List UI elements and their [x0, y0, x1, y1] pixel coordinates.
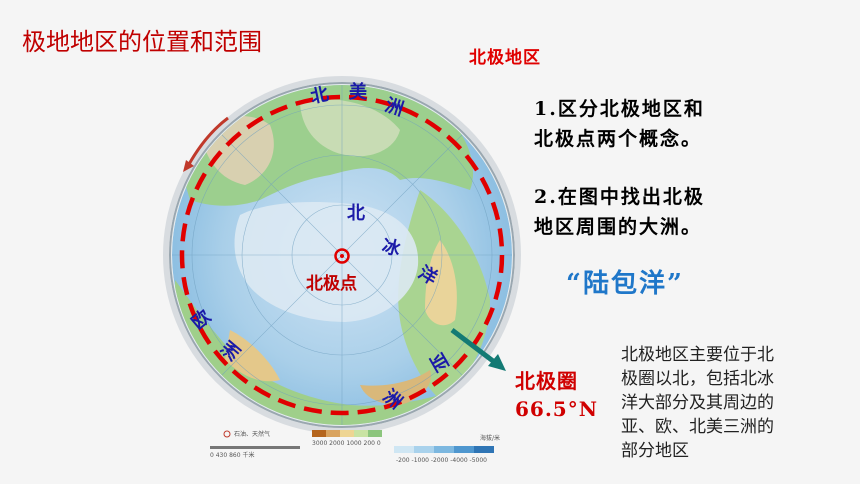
svg-text:北: 北: [347, 203, 365, 224]
task-1-line-2: 北极点两个概念。: [534, 128, 703, 150]
north-pole-marker: [334, 248, 350, 264]
summary-line: 部分地区: [621, 441, 689, 461]
north-pole-label: 北极点: [306, 273, 357, 294]
mnemonic-text: “陆包洋”: [566, 269, 684, 299]
arctic-circle-line: [179, 94, 505, 416]
arctic-circle-name: 北极圈: [515, 369, 578, 393]
summary-line: 亚、欧、北美三洲的: [621, 417, 774, 437]
summary-line: 极圈以北，包括北冰: [621, 369, 774, 389]
svg-text:0 430 860 千米: 0 430 860 千米: [210, 451, 254, 459]
arctic-circle-label: 北极圈 66.5°N: [515, 367, 598, 423]
summary-text: 北极地区主要位于北 极圈以北，包括北冰 洋大部分及其周边的 亚、欧、北美三洲的 …: [621, 343, 831, 463]
task-2-line-2: 地区周围的大洲。: [534, 216, 703, 238]
arctic-circle-arrow-icon: [450, 328, 499, 366]
svg-text:北: 北: [309, 84, 331, 108]
svg-text:-200 -1000 -2000 -4000 -5000: -200 -1000 -2000 -4000 -5000: [396, 457, 487, 464]
summary-line: 洋大部分及其周边的: [621, 393, 774, 413]
task-1: 1.区分北极地区和 北极点两个概念。: [534, 94, 739, 154]
task-2: 2.在图中找出北极 地区周围的大洲。: [534, 182, 739, 242]
map-title: 北极地区: [469, 48, 541, 68]
task-1-line-1: 1.区分北极地区和: [534, 98, 705, 120]
page-title: 极地地区的位置和范围: [22, 28, 262, 56]
map-legend: 石油、天然气 0 430 860 千米 3000 2000 1000 200 0…: [210, 430, 500, 464]
svg-text:美: 美: [349, 81, 367, 103]
svg-text:石油、天然气: 石油、天然气: [234, 430, 270, 438]
task-2-line-1: 2.在图中找出北极: [534, 186, 705, 208]
summary-line: 北极地区主要位于北: [621, 345, 774, 365]
svg-text:3000 2000 1000 200 0: 3000 2000 1000 200 0: [312, 440, 381, 447]
svg-text:海拔/米: 海拔/米: [480, 434, 500, 442]
rotation-arrow-icon: [186, 116, 229, 167]
arctic-circle-latitude: 66.5°N: [515, 397, 598, 421]
svg-text:洲: 洲: [382, 95, 406, 121]
north-america-label: 北 美 洲: [309, 81, 406, 120]
